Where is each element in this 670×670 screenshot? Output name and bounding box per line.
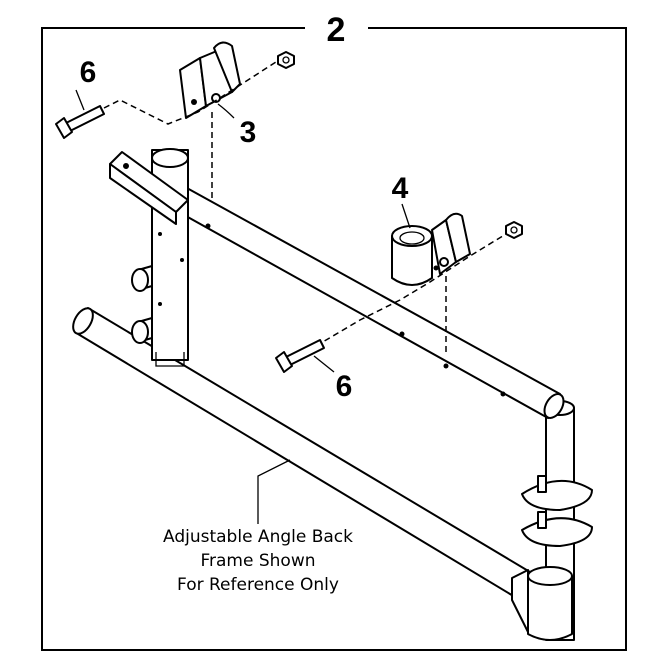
leader-bracket-3 [217, 103, 235, 119]
leader-bolt-right [313, 355, 335, 373]
nut-top-left [277, 51, 295, 69]
caption-line-2: Frame Shown [200, 551, 315, 571]
callout-bracket-4: 4 [392, 172, 409, 205]
caption-line-3: For Reference Only [177, 575, 339, 595]
upper-crossbar [167, 181, 565, 419]
frame-border [41, 27, 627, 651]
bolt-path-left [103, 61, 277, 125]
callout-bolt-right: 6 [336, 370, 353, 403]
bracket-4 [391, 212, 471, 286]
nut-top-right [505, 221, 523, 239]
caption-leader [257, 459, 291, 524]
bracket-3 [179, 41, 241, 119]
leader-bracket-4 [401, 203, 411, 229]
callout-bolt-left: 6 [80, 56, 97, 89]
bottom-socket [511, 566, 573, 641]
left-top-bracket [109, 151, 189, 225]
bolt-right [275, 339, 325, 373]
leader-bolt-left [75, 89, 85, 111]
step-number: 2 [327, 11, 346, 49]
callout-bracket-3: 3 [240, 116, 257, 149]
bolt-left [55, 105, 105, 139]
bolt-path-right [315, 233, 507, 347]
caption-line-1: Adjustable Angle Back [163, 527, 353, 547]
